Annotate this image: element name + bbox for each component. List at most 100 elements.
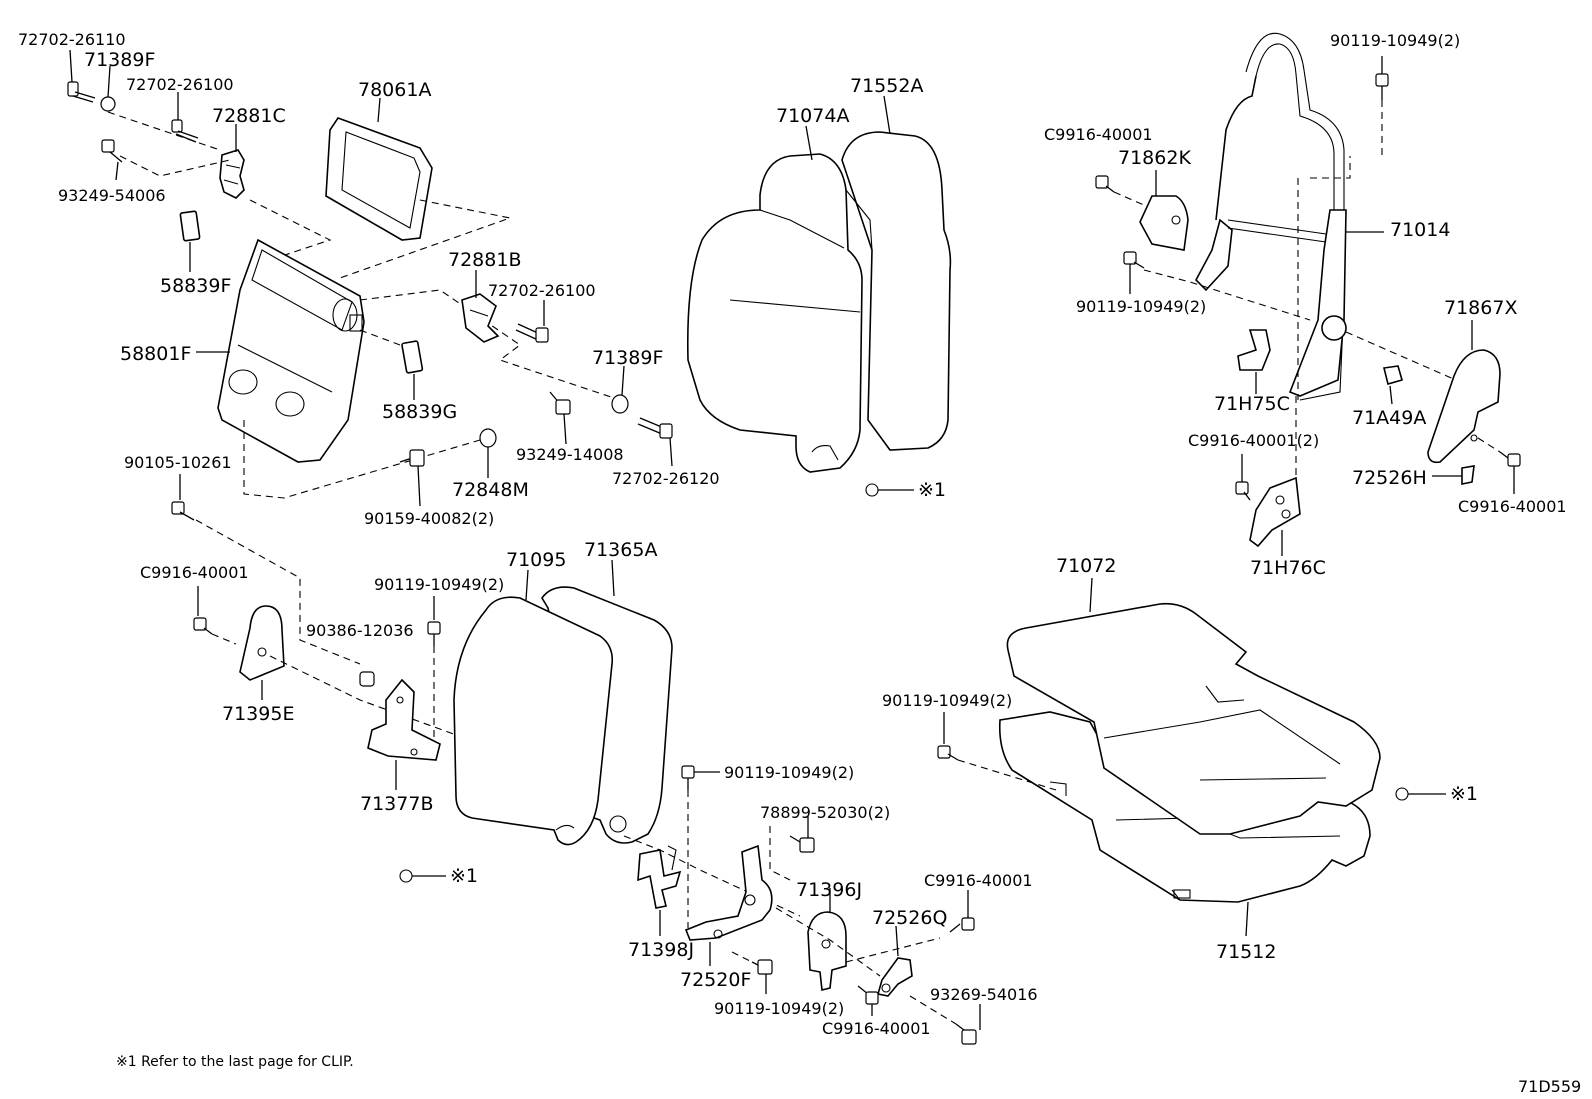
- bolt-C9916-40001-a: [1095, 175, 1115, 193]
- seatback-frame-group: [1095, 32, 1521, 556]
- washer-71389F-a: [100, 96, 116, 112]
- label-71377B: 71377B: [360, 793, 433, 815]
- label-93249-54006: 93249-54006: [58, 186, 166, 205]
- label-72881C: 72881C: [212, 105, 286, 127]
- label-90119-10949-top: 90119-10949(2): [1330, 31, 1460, 50]
- label-58839G: 58839G: [382, 401, 457, 423]
- bolt-C9916-40001-c: [193, 617, 213, 635]
- bolt-93249-14008: [549, 391, 571, 415]
- top-left-group: [67, 49, 673, 665]
- label-71552A: 71552A: [850, 75, 923, 97]
- label-71H76C: 71H76C: [1250, 557, 1326, 579]
- label-90159-40082: 90159-40082(2): [364, 509, 494, 528]
- clip-marker-1: [865, 483, 914, 497]
- bolt-78899-52030: [789, 835, 815, 853]
- label-72526H: 72526H: [1352, 467, 1427, 489]
- clip-58839F: [179, 210, 201, 242]
- label-78899-52030: 78899-52030(2): [760, 803, 890, 822]
- cover-71396J: [807, 911, 847, 991]
- label-71074A: 71074A: [776, 105, 849, 127]
- label-71095: 71095: [506, 549, 566, 571]
- label-90119-10949-e: 90119-10949(2): [724, 763, 854, 782]
- bolt-C9916-40001-b: [1499, 451, 1521, 467]
- footnote: ※1 Refer to the last page for CLIP.: [116, 1054, 354, 1070]
- cover-71395E: [239, 605, 285, 681]
- bracket-72526Q: [876, 957, 913, 997]
- label-71862K: 71862K: [1118, 147, 1191, 169]
- clip-71A49A: [1383, 365, 1403, 385]
- label-71H75C: 71H75C: [1214, 393, 1290, 415]
- label-90119-10949-b: 90119-10949(2): [1076, 297, 1206, 316]
- label-72526Q: 72526Q: [872, 907, 947, 929]
- bolt-C9916-40001-e: [857, 985, 879, 1005]
- label-C9916-40001-d: C9916-40001: [924, 871, 1033, 890]
- leader-72702-26110: [69, 49, 73, 83]
- frame-71014: [1195, 32, 1347, 401]
- bolt-90119-10949-top: [1375, 73, 1389, 100]
- label-93249-14008: 93249-14008: [516, 445, 624, 464]
- label-C9916-40001-e: C9916-40001: [822, 1019, 931, 1038]
- cover-71867X: [1427, 349, 1501, 464]
- bolt-90119-10949-e: [751, 959, 773, 975]
- label-71398J: 71398J: [628, 939, 694, 961]
- label-71014: 71014: [1390, 219, 1450, 241]
- label-78061A: 78061A: [358, 79, 431, 101]
- bolt-90119-10949-f: [937, 745, 959, 761]
- clip-note-2: ※1: [450, 865, 478, 887]
- rear-seatback-group: [193, 559, 673, 883]
- label-71389F-a: 71389F: [84, 49, 155, 71]
- bracket-71H76C: [1249, 476, 1301, 548]
- seatback-71552A: [841, 131, 952, 451]
- label-71867X: 71867X: [1444, 297, 1517, 319]
- label-90119-10949-c: 90119-10949(2): [374, 575, 504, 594]
- label-93269-54016: 93269-54016: [930, 985, 1038, 1004]
- washer-72848M: [479, 428, 497, 448]
- seatback-71095: [453, 596, 614, 846]
- bolt-90119-10949-d: [681, 765, 695, 790]
- clip-58839G: [401, 340, 424, 374]
- hinge-72520F: [684, 844, 773, 941]
- bolt-72702-26120: [637, 417, 673, 439]
- bolt-72702-26100-a: [171, 119, 199, 143]
- label-72520F: 72520F: [680, 969, 751, 991]
- label-72702-26100-b: 72702-26100: [488, 281, 596, 300]
- label-72702-26100-a: 72702-26100: [126, 75, 234, 94]
- bolt-C9916-40001-d: [949, 917, 975, 933]
- bracket-71398J: [637, 845, 682, 909]
- hinge-parts-group: [623, 765, 981, 1045]
- hinge-71377B: [367, 678, 441, 761]
- label-71389F-b: 71389F: [592, 347, 663, 369]
- bolt-72702-26110: [67, 81, 96, 103]
- seatback-58801F: [217, 238, 365, 463]
- nut-90386-12036: [359, 671, 375, 687]
- label-C9916-40001-a: C9916-40001: [1044, 125, 1153, 144]
- diagram-code: 71D559: [1518, 1077, 1581, 1096]
- bolt-90119-10949-c: [427, 621, 441, 646]
- bolt-93249-54006: [101, 139, 123, 163]
- label-C9916-40001-b: C9916-40001: [1458, 497, 1567, 516]
- bracket-71H75C: [1237, 329, 1271, 371]
- label-90119-10949-d: 90119-10949(2): [882, 691, 1012, 710]
- label-C9916-40001-c: C9916-40001: [140, 563, 249, 582]
- cushion-71072: [1006, 602, 1381, 835]
- label-90386-12036: 90386-12036: [306, 621, 414, 640]
- seatback-71074A: [686, 153, 873, 473]
- label-90119-10949-f: 90119-10949(2): [714, 999, 844, 1018]
- seat-cushion-group: [937, 577, 1446, 937]
- bolt-90159-40082: [399, 449, 425, 467]
- headrest-pad-78061A: [325, 117, 433, 241]
- bolt-C9916-40001-2: [1235, 481, 1251, 501]
- label-71365A: 71365A: [584, 539, 657, 561]
- label-71072: 71072: [1056, 555, 1116, 577]
- cover-71862K: [1139, 195, 1189, 251]
- label-71512: 71512: [1216, 941, 1276, 963]
- part-labels: 72702-26110 71389F 72702-26100 72881C 93…: [18, 30, 1567, 1038]
- label-72848M: 72848M: [452, 479, 529, 501]
- bolt-90119-10949-b: [1123, 251, 1145, 269]
- clip-note-1: ※1: [918, 479, 946, 501]
- label-72702-26110: 72702-26110: [18, 30, 126, 49]
- clip-marker-2: [399, 869, 446, 883]
- bracket-72881C: [219, 149, 245, 199]
- bolt-72702-26100-b: [515, 323, 549, 343]
- clip-marker-3: [1395, 787, 1446, 801]
